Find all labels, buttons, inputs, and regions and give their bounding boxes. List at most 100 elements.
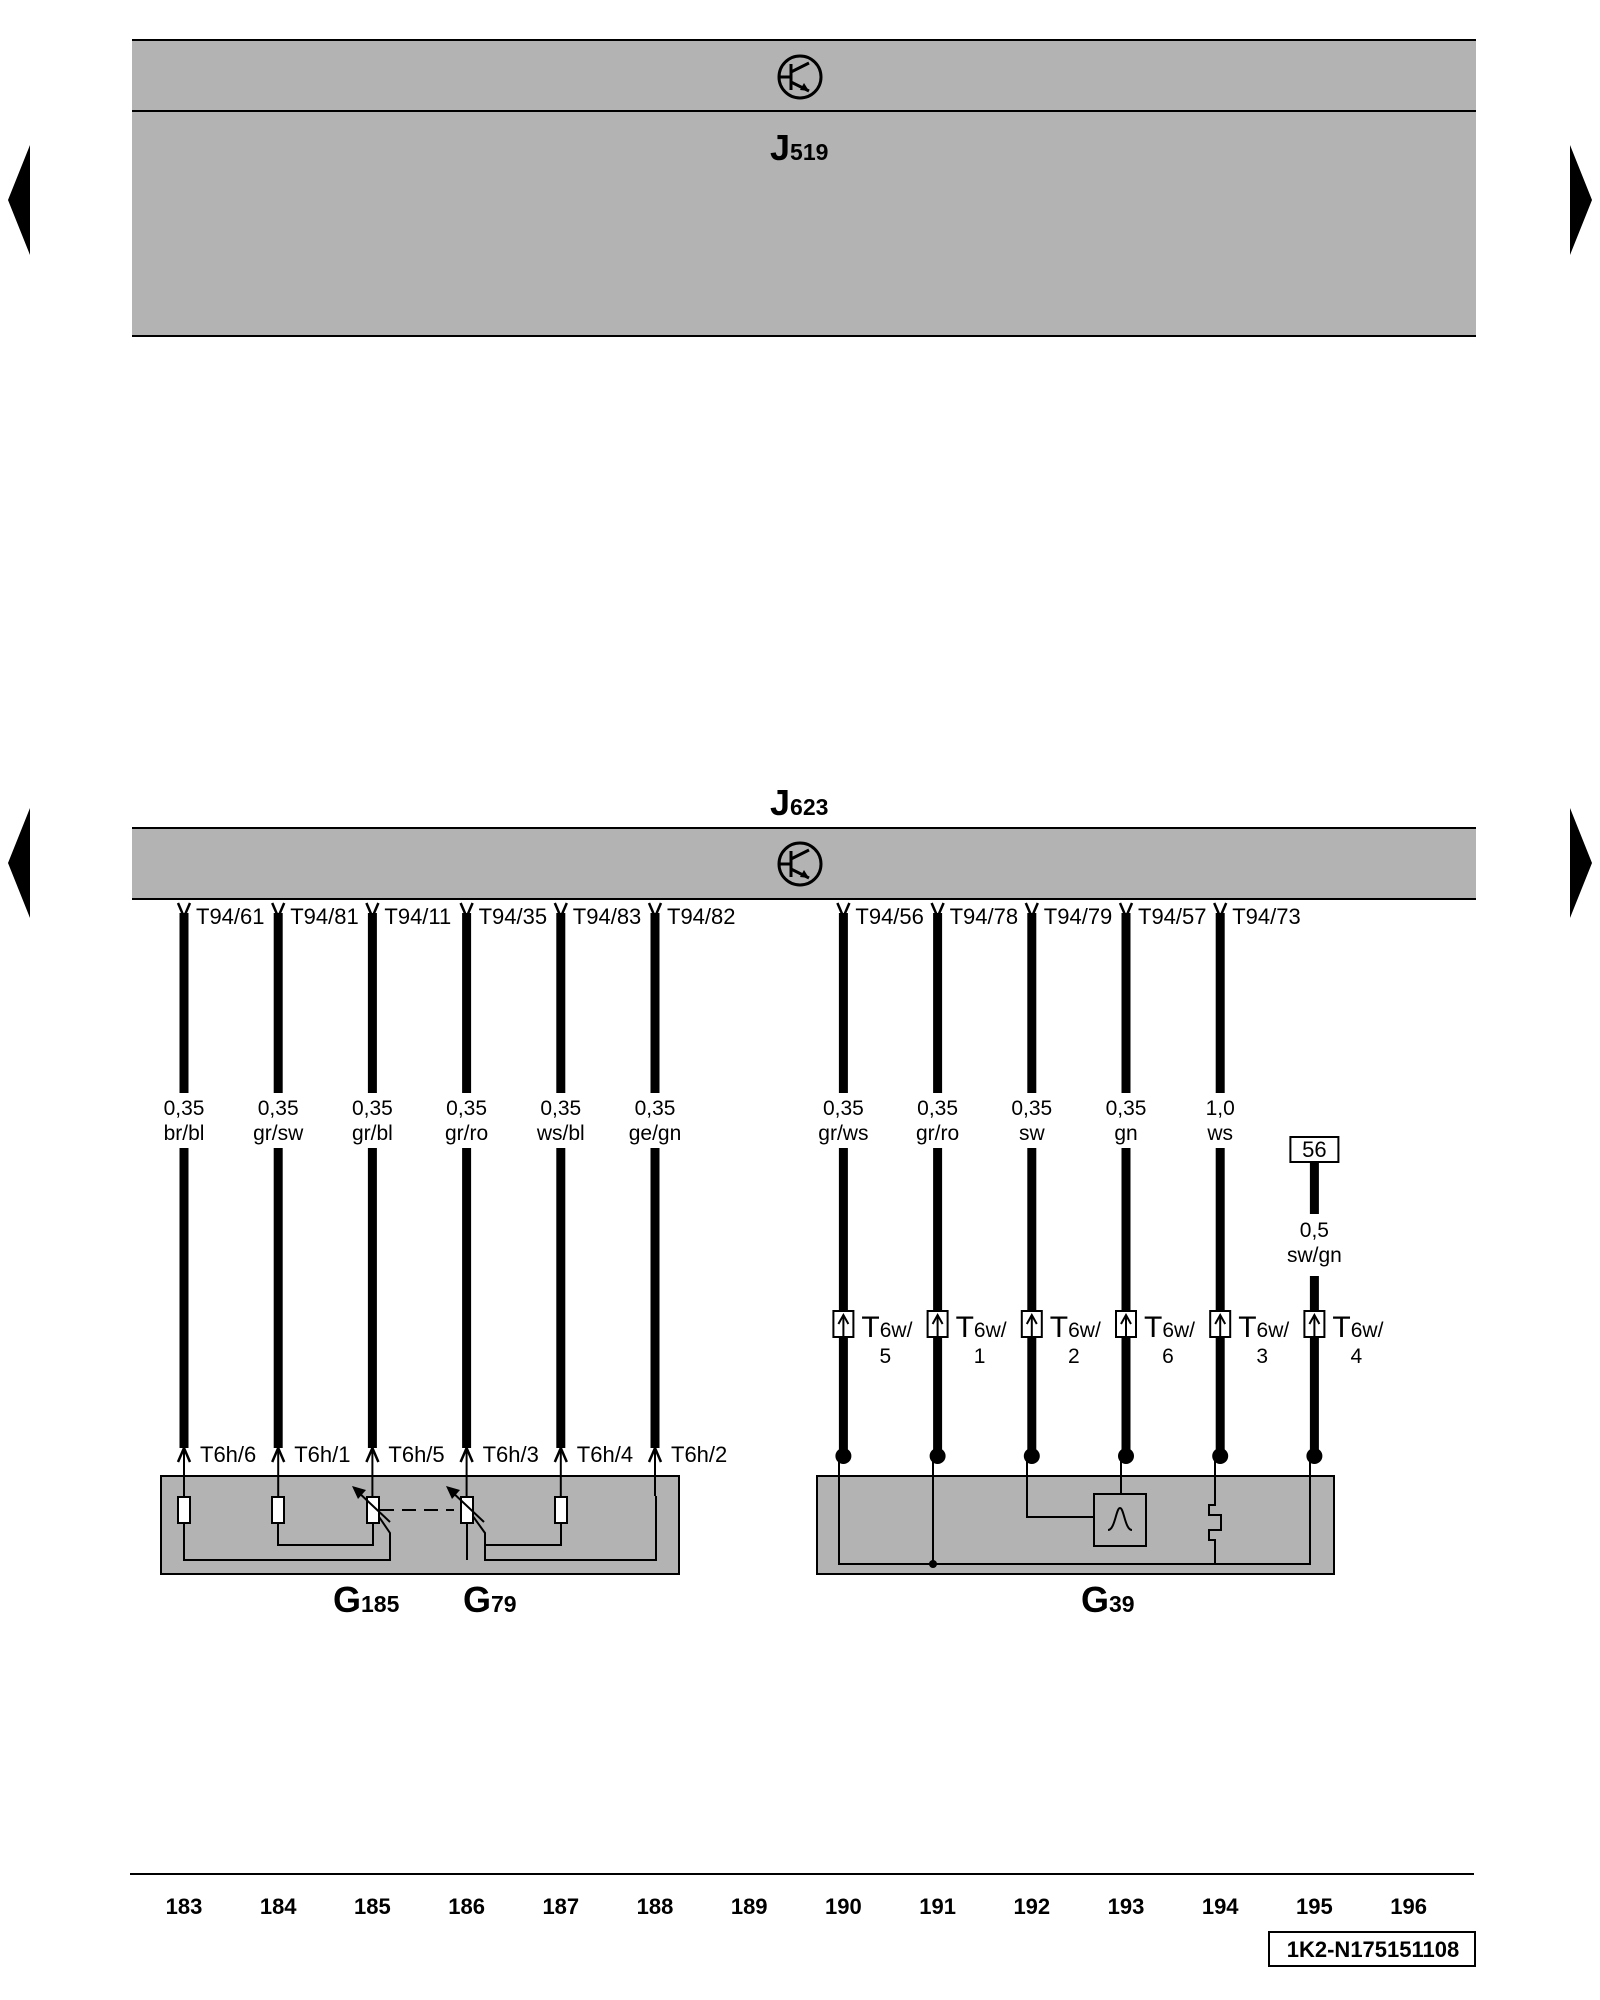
track-number: 192	[1013, 1894, 1050, 1919]
wire-junction-dot	[929, 1448, 946, 1464]
track-number: 185	[354, 1894, 391, 1919]
connector-pin-label: 6	[1162, 1345, 1174, 1368]
bottom-pin-label: T6h/1	[294, 1442, 350, 1467]
track-number: 194	[1202, 1894, 1239, 1919]
top-pin-label: T94/56	[855, 904, 924, 929]
wire-junction-dot	[1212, 1448, 1229, 1464]
wire-junction-dot	[1306, 1448, 1323, 1464]
track-number: 186	[448, 1894, 485, 1919]
track-number: 188	[637, 1894, 674, 1919]
transistor-icon	[777, 841, 823, 887]
wire-size-label: 0,35	[258, 1097, 299, 1120]
connector-label: T6w/	[1238, 1311, 1289, 1344]
bottom-pin-label: T6h/4	[577, 1442, 633, 1467]
wire-color-label: gr/ws	[818, 1122, 868, 1145]
module-j519: J519	[132, 39, 1476, 337]
top-pin-label: T94/81	[290, 904, 359, 929]
footer-code-box: 1K2-N175151108	[1268, 1931, 1476, 1967]
connector-label: T6w/	[1050, 1311, 1101, 1344]
top-pin-label: T94/79	[1044, 904, 1113, 929]
connector-label: T6w/	[1332, 1311, 1383, 1344]
transistor-icon	[777, 54, 823, 100]
connector-pin-label: 2	[1068, 1345, 1080, 1368]
module-j623: J623	[132, 782, 1476, 900]
top-pin-label: T94/82	[667, 904, 736, 929]
track-number: 189	[731, 1894, 768, 1919]
wire-color-label: sw	[1019, 1122, 1046, 1145]
wire-size-label: 1,0	[1206, 1097, 1235, 1120]
track-number: 187	[542, 1894, 579, 1919]
wire-color-label: ws	[1206, 1122, 1233, 1145]
terminal-box	[1289, 1136, 1340, 1163]
wire-color-label: gn	[1114, 1122, 1137, 1145]
connector-label: T6w/	[861, 1311, 912, 1344]
wire-color-label: ws/bl	[536, 1122, 585, 1145]
nav-arrow-right-icon[interactable]	[1570, 145, 1592, 255]
wire-size-label: 0,35	[446, 1097, 487, 1120]
wire-size-label: 0,35	[635, 1097, 676, 1120]
module-label-j519: J519	[770, 127, 828, 168]
wire-size-label: 0,35	[164, 1097, 205, 1120]
track-number: 195	[1296, 1894, 1333, 1919]
track-number: 191	[919, 1894, 956, 1919]
wire-junction-dot	[1118, 1448, 1134, 1464]
track-number: 196	[1390, 1894, 1427, 1919]
component-label-g79: G79	[463, 1579, 517, 1620]
wire-color-label: gr/sw	[253, 1122, 304, 1145]
sensor-g185-g79	[160, 1475, 680, 1575]
component-label-g185: G185	[333, 1579, 400, 1620]
component-label-g39: G39	[1081, 1579, 1135, 1620]
top-pin-label: T94/73	[1232, 904, 1301, 929]
connector-label: T6w/	[956, 1311, 1007, 1344]
nav-arrow-right-icon[interactable]	[1570, 808, 1592, 918]
top-pin-label: T94/61	[196, 904, 265, 929]
connector-pin-label: 1	[974, 1345, 986, 1368]
footer-code: 1K2-N175151108	[1287, 1937, 1459, 1962]
wires-layer: T94/610,35br/blT6h/6T94/810,35gr/swT6h/1…	[164, 902, 1384, 1496]
nav-arrow-left-icon[interactable]	[8, 808, 30, 918]
wire-size-label: 0,5	[1300, 1219, 1329, 1242]
connector-pin-label: 3	[1256, 1345, 1268, 1368]
top-pin-label: T94/78	[950, 904, 1019, 929]
connector-pin-label: 5	[880, 1345, 892, 1368]
connector-pin-label: 4	[1351, 1345, 1363, 1368]
wire-size-label: 0,35	[917, 1097, 958, 1120]
wire-color-label: gr/bl	[352, 1122, 393, 1145]
top-pin-label: T94/83	[573, 904, 642, 929]
wire-color-label: br/bl	[164, 1122, 205, 1145]
connector-label: T6w/	[1144, 1311, 1195, 1344]
sensor-g39	[816, 1456, 1335, 1575]
wire-size-label: 0,35	[1011, 1097, 1052, 1120]
track-number: 193	[1108, 1894, 1145, 1919]
wire-size-label: 0,35	[823, 1097, 864, 1120]
bottom-pin-label: T6h/6	[200, 1442, 256, 1467]
top-pin-label: T94/35	[479, 904, 547, 929]
wire-junction-dot	[1023, 1448, 1040, 1464]
wire-color-label: gr/ro	[445, 1122, 488, 1145]
wire-color-label: sw/gn	[1287, 1244, 1342, 1267]
track-number: 190	[825, 1894, 862, 1919]
wire-size-label: 0,35	[540, 1097, 581, 1120]
wire-size-label: 0,35	[352, 1097, 393, 1120]
track-number: 183	[166, 1894, 203, 1919]
top-pin-label: T94/57	[1138, 904, 1207, 929]
module-label-j623: J623	[770, 782, 828, 823]
terminal-label: 56	[1302, 1137, 1326, 1162]
bottom-pin-label: T6h/3	[483, 1442, 539, 1467]
bottom-pin-label: T6h/5	[388, 1442, 444, 1467]
bottom-pin-label: T6h/2	[671, 1442, 727, 1467]
top-pin-label: T94/11	[384, 904, 451, 929]
nav-arrow-left-icon[interactable]	[8, 145, 30, 255]
